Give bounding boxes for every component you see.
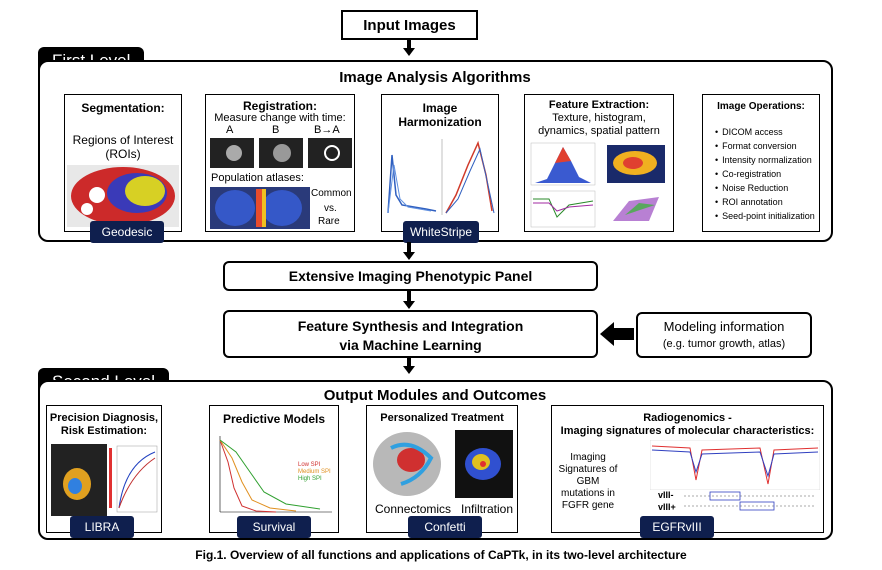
feature-extraction-line2: dynamics, spatial pattern	[538, 125, 660, 137]
registration-title: Registration:	[242, 99, 317, 113]
reg-common: Common	[311, 188, 352, 199]
viii-plus-label: vIII+	[658, 502, 676, 512]
op-item: Intensity normalization	[715, 153, 815, 167]
reg-label-ba: B→A	[314, 124, 340, 136]
predictive-panel: Predictive Models Low SPI Medium SPI Hig…	[209, 405, 339, 533]
desc-line: GBM	[576, 476, 600, 487]
personalized-panel: Personalized Treatment Connectomics Infi…	[366, 405, 518, 533]
predictive-title: Predictive Models	[222, 412, 326, 426]
reg-rare: Rare	[318, 216, 340, 227]
whitestripe-badge: WhiteStripe	[403, 221, 479, 243]
modeling-line1: Modeling information	[663, 319, 785, 334]
feature-extraction-line1: Texture, histogram,	[552, 112, 646, 124]
arrow-shaft-1	[407, 40, 411, 48]
modeling-box: Modeling information (e.g. tumor growth,…	[636, 312, 812, 358]
desc-line: mutations in	[561, 488, 615, 499]
survival-badge: Survival	[237, 516, 311, 538]
harmonization-title2: Harmonization	[398, 115, 482, 129]
arrow-2	[403, 252, 415, 260]
op-item: Format conversion	[715, 139, 815, 153]
feature-synthesis-box: Feature Synthesis and Integration via Ma…	[223, 310, 598, 358]
arrow-3	[403, 301, 415, 309]
modeling-arrow-shaft	[614, 328, 634, 340]
registration-subtitle: Measure change with time:	[214, 112, 346, 124]
figure-caption: Fig.1. Overview of all functions and app…	[195, 548, 687, 562]
geodesic-badge: Geodesic	[90, 221, 164, 243]
feature-extraction-images	[530, 142, 665, 228]
precision-title1: Precision Diagnosis,	[49, 412, 159, 424]
atlas-image	[210, 187, 310, 229]
harmonization-panel: Image Harmonization	[381, 94, 499, 232]
op-item: Noise Reduction	[715, 181, 815, 195]
radiogenomics-curves	[650, 440, 820, 490]
radiogenomics-desc: Imaging Signatures of GBM mutations in F…	[556, 452, 620, 512]
registration-scans	[210, 138, 352, 168]
viii-minus-label: vIII-	[658, 490, 674, 500]
image-operations-panel: Image Operations: DICOM access Format co…	[702, 94, 820, 232]
legend-low: Low SPI	[298, 462, 321, 468]
reg-atlases-label: Population atlases:	[211, 172, 304, 184]
feature-extraction-panel: Feature Extraction: Texture, histogram, …	[524, 94, 674, 232]
modeling-arrow-head	[600, 322, 614, 346]
arrow-shaft-3	[407, 291, 411, 301]
egfrviii-badge: EGFRvIII	[640, 516, 714, 538]
survival-curves	[219, 436, 332, 513]
confetti-badge: Confetti	[408, 516, 482, 538]
image-operations-list: DICOM access Format conversion Intensity…	[705, 125, 815, 223]
infiltration-label: Infiltration	[461, 502, 514, 516]
legend-high: High SPI	[298, 476, 322, 482]
connectomics-label: Connectomics	[375, 502, 452, 516]
arrow-4	[403, 366, 415, 374]
precision-panel: Precision Diagnosis, Risk Estimation:	[46, 405, 162, 533]
harmonization-histograms	[387, 139, 495, 215]
reg-label-a: A	[226, 124, 234, 136]
segmentation-line1: Regions of Interest	[72, 133, 174, 147]
segmentation-title: Segmentation:	[81, 101, 165, 115]
radiogenomics-panel: Radiogenomics - Imaging signatures of mo…	[551, 405, 824, 533]
op-item: Co-registration	[715, 167, 815, 181]
reg-vs: vs.	[324, 203, 337, 214]
modeling-line2: (e.g. tumor growth, atlas)	[662, 338, 786, 350]
op-item: Seed-point initialization	[715, 209, 815, 223]
personalized-images	[373, 430, 513, 498]
feature-extraction-title: Feature Extraction:	[548, 99, 650, 111]
reg-label-b: B	[272, 124, 280, 136]
image-operations-title: Image Operations:	[717, 101, 805, 112]
first-level-title: Image Analysis Algorithms	[339, 69, 531, 86]
second-level-title: Output Modules and Outcomes	[323, 387, 547, 404]
feature-synthesis-line2: via Machine Learning	[339, 337, 482, 353]
desc-line: FGFR gene	[561, 500, 615, 511]
phenotypic-panel-box: Extensive Imaging Phenotypic Panel	[223, 261, 598, 291]
segmentation-panel: Segmentation: Regions of Interest (ROIs)	[64, 94, 182, 232]
precision-title2: Risk Estimation:	[60, 425, 148, 437]
precision-images	[51, 444, 158, 516]
personalized-title: Personalized Treatment	[380, 412, 504, 424]
feature-synthesis-line1: Feature Synthesis and Integration	[297, 318, 524, 334]
input-images-box: Input Images	[341, 10, 478, 40]
desc-line: Imaging	[570, 452, 606, 463]
radiogenomics-title1: Radiogenomics -	[643, 412, 732, 424]
segmentation-brain-image	[67, 165, 179, 227]
op-item: ROI annotation	[715, 195, 815, 209]
libra-badge: LIBRA	[70, 516, 134, 538]
desc-line: Signatures of	[558, 464, 618, 475]
registration-panel: Registration: Measure change with time: …	[205, 94, 355, 232]
legend-medium: Medium SPI	[298, 469, 331, 475]
segmentation-line2: (ROIs)	[105, 147, 141, 161]
radiogenomics-title2: Imaging signatures of molecular characte…	[560, 425, 815, 437]
op-item: DICOM access	[715, 125, 815, 139]
arrow-shaft-2	[407, 242, 411, 252]
arrow-shaft-4	[407, 358, 411, 366]
harmonization-title1: Image	[422, 101, 458, 115]
radiogenomics-boxplot	[684, 491, 816, 511]
arrow-1	[403, 48, 415, 56]
